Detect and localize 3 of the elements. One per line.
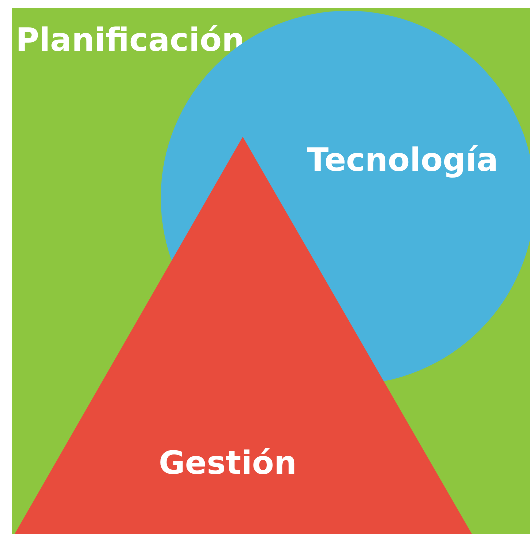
shape-label: Tecnología [307,142,498,179]
shape-label: Gestión [159,445,298,482]
shape-label: Planificación [16,22,245,59]
